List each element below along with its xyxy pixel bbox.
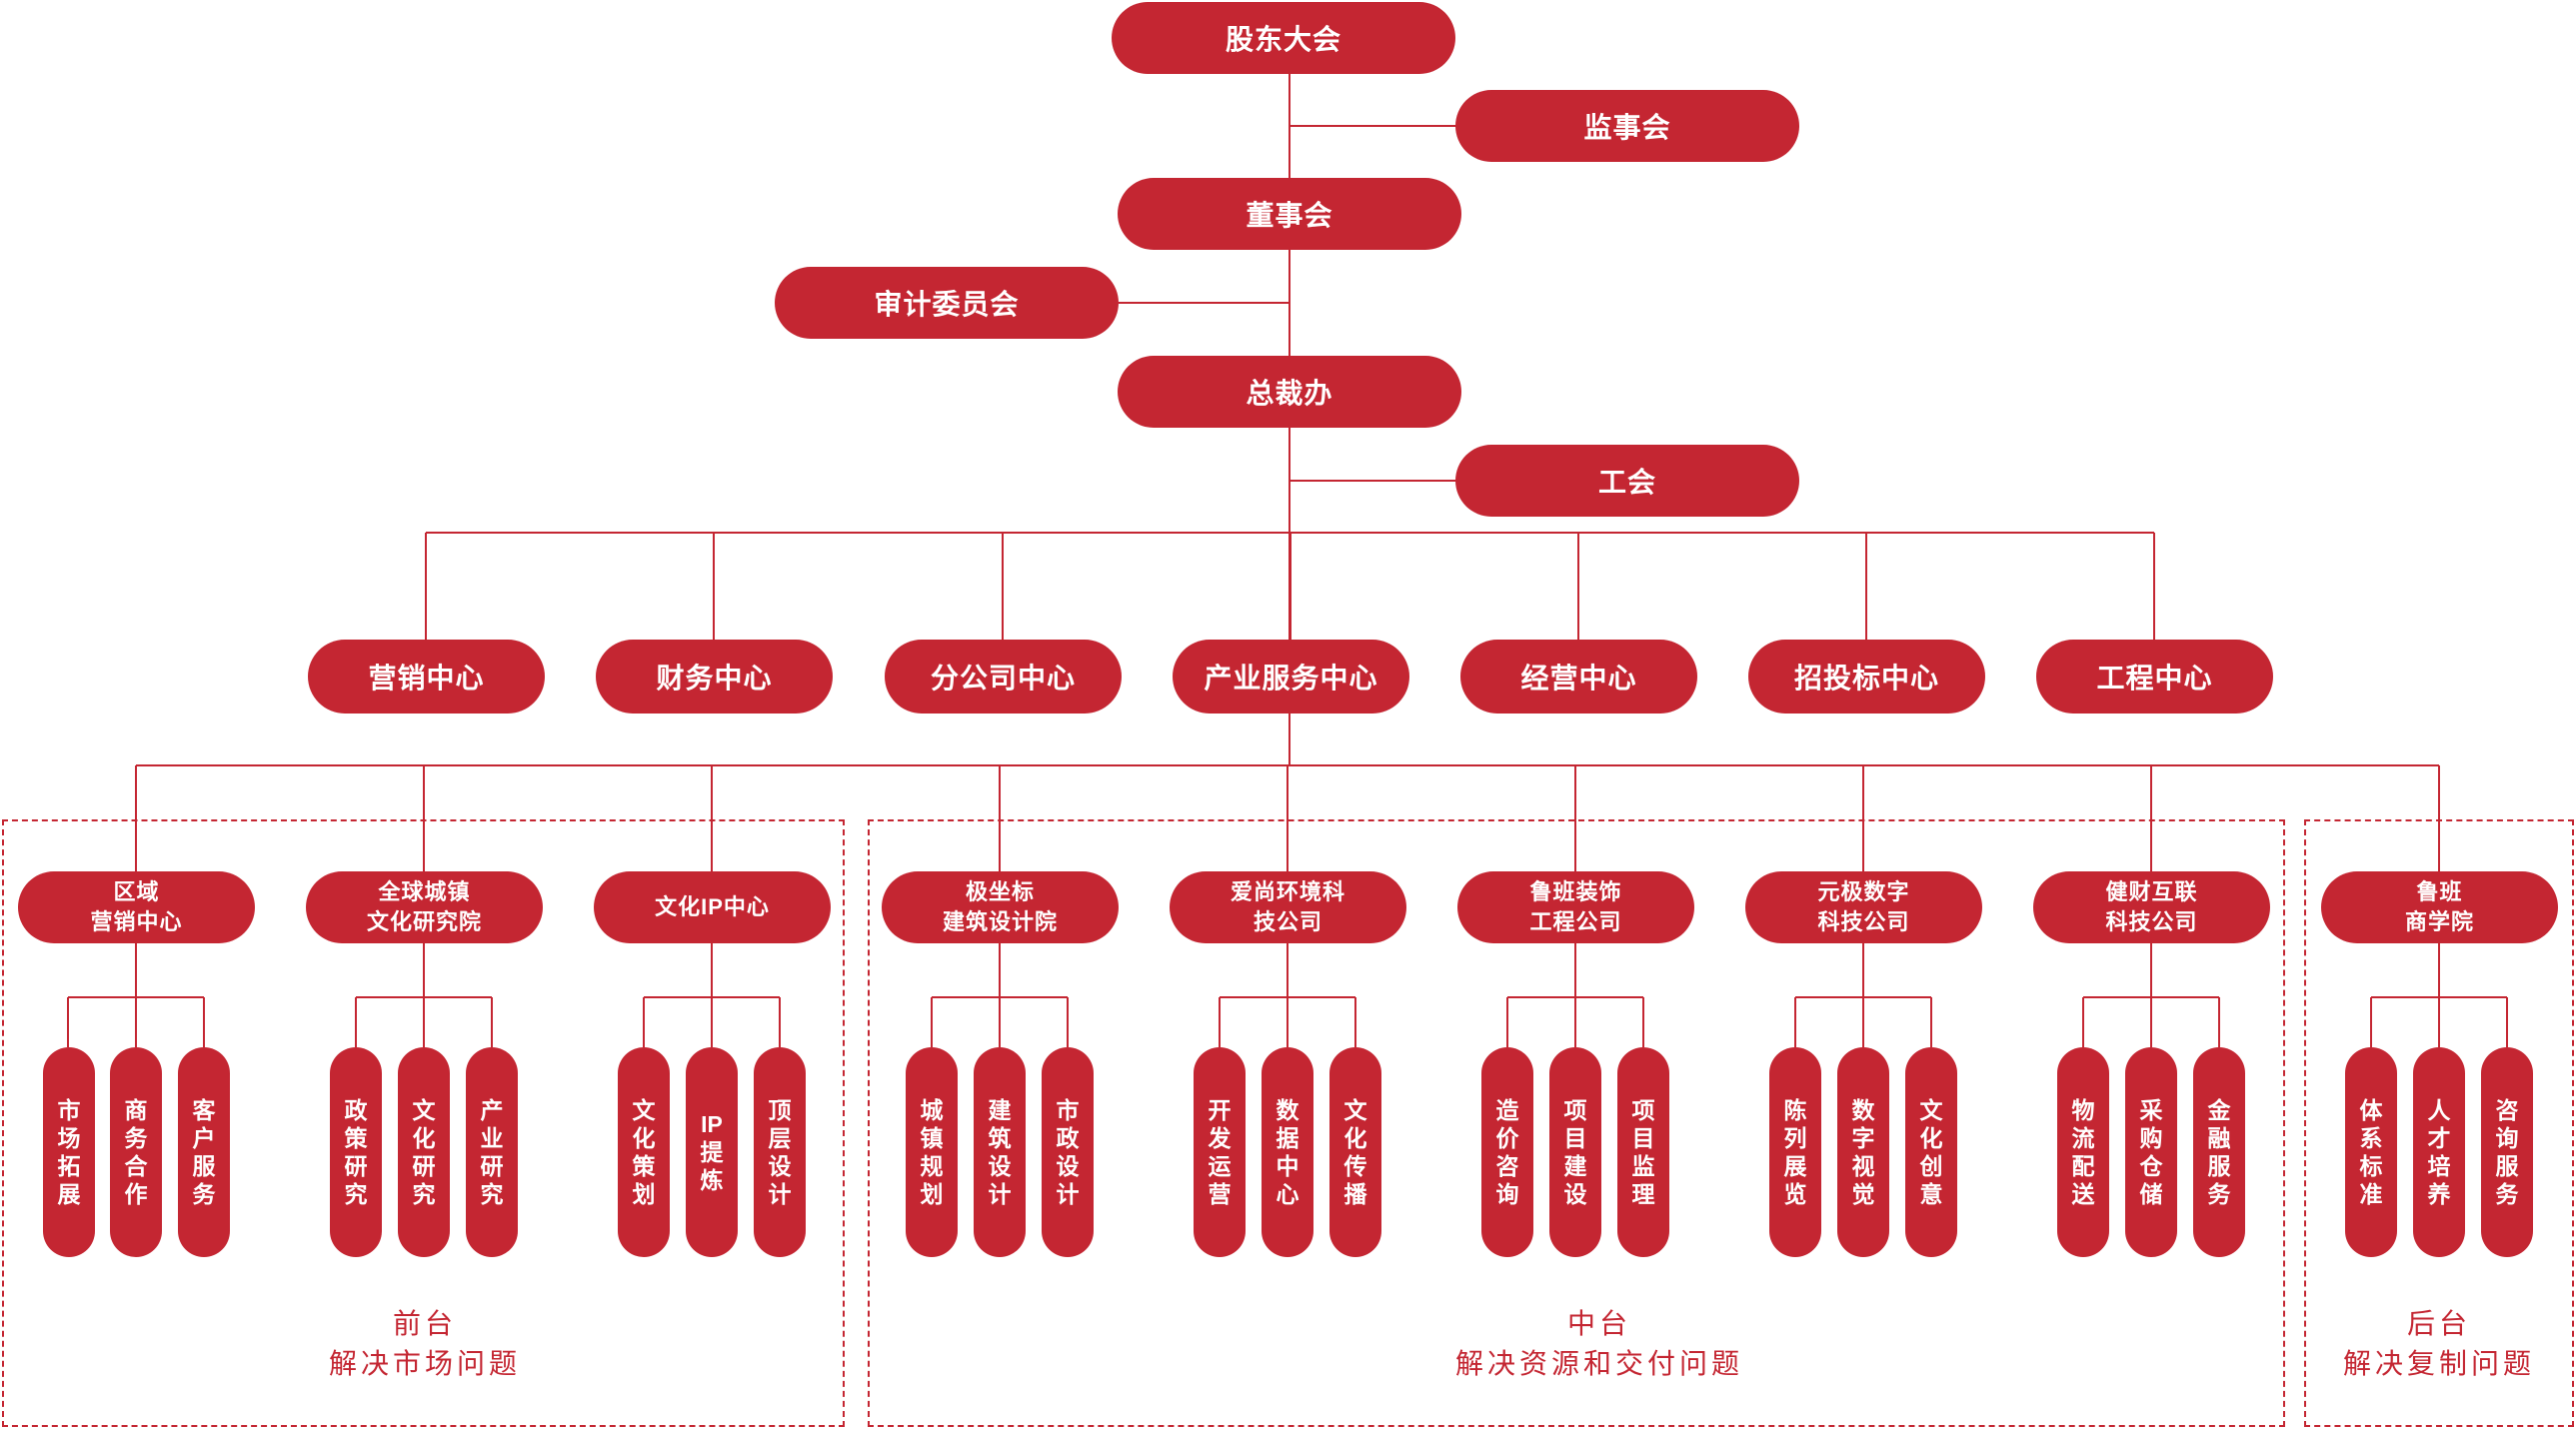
labor-union-node[interactable]: 工会	[1455, 445, 1799, 517]
leaf-item[interactable]: 商务合作	[110, 1047, 162, 1257]
board-of-directors-node[interactable]: 董事会	[1118, 178, 1461, 250]
center-bidding[interactable]: 招投标中心	[1748, 640, 1985, 714]
unit-business-school[interactable]: 鲁班 商学院	[2321, 871, 2558, 943]
center-finance[interactable]: 财务中心	[596, 640, 833, 714]
leaf-item[interactable]: 数据中心	[1262, 1047, 1313, 1257]
center-operations[interactable]: 经营中心	[1460, 640, 1697, 714]
unit-culture-research[interactable]: 全球城镇 文化研究院	[306, 871, 543, 943]
center-marketing[interactable]: 营销中心	[308, 640, 545, 714]
leaf-item[interactable]: 市政设计	[1042, 1047, 1094, 1257]
unit-internet-tech[interactable]: 健财互联 科技公司	[2033, 871, 2270, 943]
region-front	[2, 819, 845, 1427]
unit-environment-tech[interactable]: 爱尚环境科 技公司	[1170, 871, 1406, 943]
leaf-item[interactable]: 体系标准	[2345, 1047, 2397, 1257]
region-front-label: 前台 解决市场问题	[245, 1304, 605, 1384]
leaf-item[interactable]: 文化传播	[1329, 1047, 1381, 1257]
leaf-item[interactable]: 造价咨询	[1481, 1047, 1533, 1257]
president-office-node[interactable]: 总裁办	[1118, 356, 1461, 428]
region-back	[2304, 819, 2574, 1427]
unit-architecture-design[interactable]: 极坐标 建筑设计院	[882, 871, 1119, 943]
leaf-item[interactable]: 开发运营	[1194, 1047, 1246, 1257]
center-engineering[interactable]: 工程中心	[2036, 640, 2273, 714]
supervisory-board-node[interactable]: 监事会	[1455, 90, 1799, 162]
leaf-item[interactable]: 文化创意	[1905, 1047, 1957, 1257]
leaf-item[interactable]: 客户服务	[178, 1047, 230, 1257]
unit-regional-marketing[interactable]: 区域 营销中心	[18, 871, 255, 943]
leaf-item[interactable]: IP提炼	[686, 1047, 738, 1257]
region-front-title: 前台	[392, 1308, 457, 1339]
audit-committee-node[interactable]: 审计委员会	[775, 267, 1119, 339]
unit-culture-ip[interactable]: 文化IP中心	[594, 871, 831, 943]
unit-digital-tech[interactable]: 元极数字 科技公司	[1745, 871, 1982, 943]
leaf-item[interactable]: 项目建设	[1549, 1047, 1601, 1257]
region-middle-title: 中台	[1566, 1308, 1631, 1339]
region-back-title: 后台	[2406, 1308, 2471, 1339]
leaf-item[interactable]: 采购仓储	[2125, 1047, 2177, 1257]
leaf-item[interactable]: 金融服务	[2193, 1047, 2245, 1257]
region-middle-label: 中台 解决资源和交付问题	[1374, 1304, 1824, 1384]
leaf-item[interactable]: 人才培养	[2413, 1047, 2465, 1257]
leaf-item[interactable]: 陈列展览	[1769, 1047, 1821, 1257]
leaf-item[interactable]: 文化策划	[618, 1047, 670, 1257]
region-back-label: 后台 解决复制问题	[2289, 1304, 2576, 1384]
leaf-item[interactable]: 文化研究	[398, 1047, 450, 1257]
center-industry-service[interactable]: 产业服务中心	[1173, 640, 1409, 714]
leaf-item[interactable]: 数字视觉	[1837, 1047, 1889, 1257]
leaf-item[interactable]: 市场拓展	[43, 1047, 95, 1257]
leaf-item[interactable]: 物流配送	[2057, 1047, 2109, 1257]
center-branch[interactable]: 分公司中心	[885, 640, 1122, 714]
region-middle-subtitle: 解决资源和交付问题	[1454, 1348, 1743, 1379]
leaf-item[interactable]: 产业研究	[466, 1047, 518, 1257]
region-middle	[868, 819, 2285, 1427]
leaf-item[interactable]: 项目监理	[1617, 1047, 1669, 1257]
unit-decoration-engineering[interactable]: 鲁班装饰 工程公司	[1457, 871, 1694, 943]
leaf-item[interactable]: 咨询服务	[2481, 1047, 2533, 1257]
shareholders-meeting-node[interactable]: 股东大会	[1112, 2, 1455, 74]
leaf-item[interactable]: 顶层设计	[754, 1047, 806, 1257]
region-back-subtitle: 解决复制问题	[2342, 1348, 2535, 1379]
leaf-item[interactable]: 建筑设计	[974, 1047, 1026, 1257]
leaf-item[interactable]: 城镇规划	[906, 1047, 958, 1257]
leaf-item[interactable]: 政策研究	[330, 1047, 382, 1257]
region-front-subtitle: 解决市场问题	[328, 1348, 521, 1379]
